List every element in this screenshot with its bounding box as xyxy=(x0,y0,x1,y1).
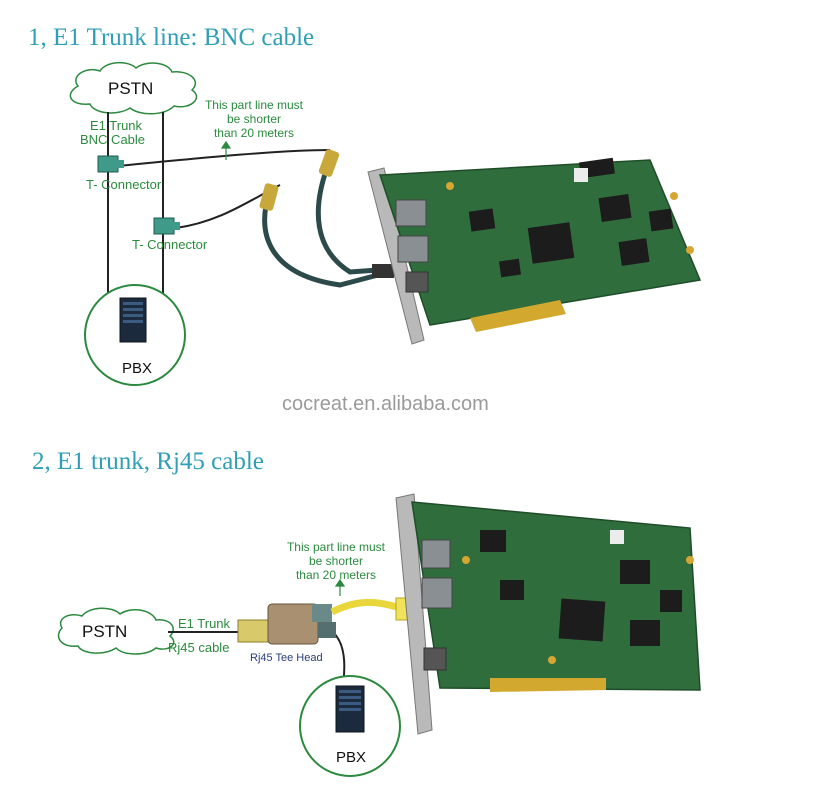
length-note-1-line1: This part line must xyxy=(204,98,304,112)
rj45-tee-assembly xyxy=(237,597,423,645)
pstn-cloud-1 xyxy=(69,62,198,115)
length-note-2: This part line must be shorter than 20 m… xyxy=(276,540,396,582)
rj45-tee-label: Rj45 Tee Head xyxy=(250,652,323,664)
e1-card-1 xyxy=(367,157,702,345)
pbx-node-1 xyxy=(84,284,186,386)
t-connector-2 xyxy=(153,217,180,235)
cable-label-1-line1: E1 Trunk xyxy=(90,118,143,133)
pbx-node-2 xyxy=(299,675,401,777)
cable-label-1-line2: BNC Cable xyxy=(80,132,146,147)
length-note-1-line2: be shorter xyxy=(226,112,282,126)
section1-title: 1, E1 Trunk line: BNC cable xyxy=(28,24,315,51)
length-note-2-line1: This part line must xyxy=(286,540,386,554)
cable-label-2-line1: E1 Trunk xyxy=(178,616,231,631)
length-note-2-line3: than 20 meters xyxy=(295,568,377,582)
pbx-label-1: PBX xyxy=(122,360,153,377)
pbx-label-2: PBX xyxy=(336,749,367,766)
note-arrow-2 xyxy=(334,578,346,596)
length-note-1: This part line must be shorter than 20 m… xyxy=(194,98,314,140)
bnc-cables-1 xyxy=(259,149,394,288)
pstn-cloud-2 xyxy=(57,607,175,655)
note-arrow-1 xyxy=(220,140,232,160)
pstn-label-1: PSTN xyxy=(108,79,154,98)
length-note-1-line3: than 20 meters xyxy=(213,126,295,140)
t-connector-label-1: T- Connector xyxy=(86,177,162,192)
cable-label-2-line2: Rj45 cable xyxy=(168,640,230,655)
e1-card-2 xyxy=(395,493,701,735)
section2-title: 2, E1 trunk, Rj45 cable xyxy=(32,448,264,475)
t-connector-label-2: T- Connector xyxy=(132,237,208,252)
pstn-label-2: PSTN xyxy=(82,622,128,641)
watermark-text: cocreat.en.alibaba.com xyxy=(282,393,489,415)
length-note-2-line2: be shorter xyxy=(308,554,364,568)
t-connector-1 xyxy=(97,155,124,173)
